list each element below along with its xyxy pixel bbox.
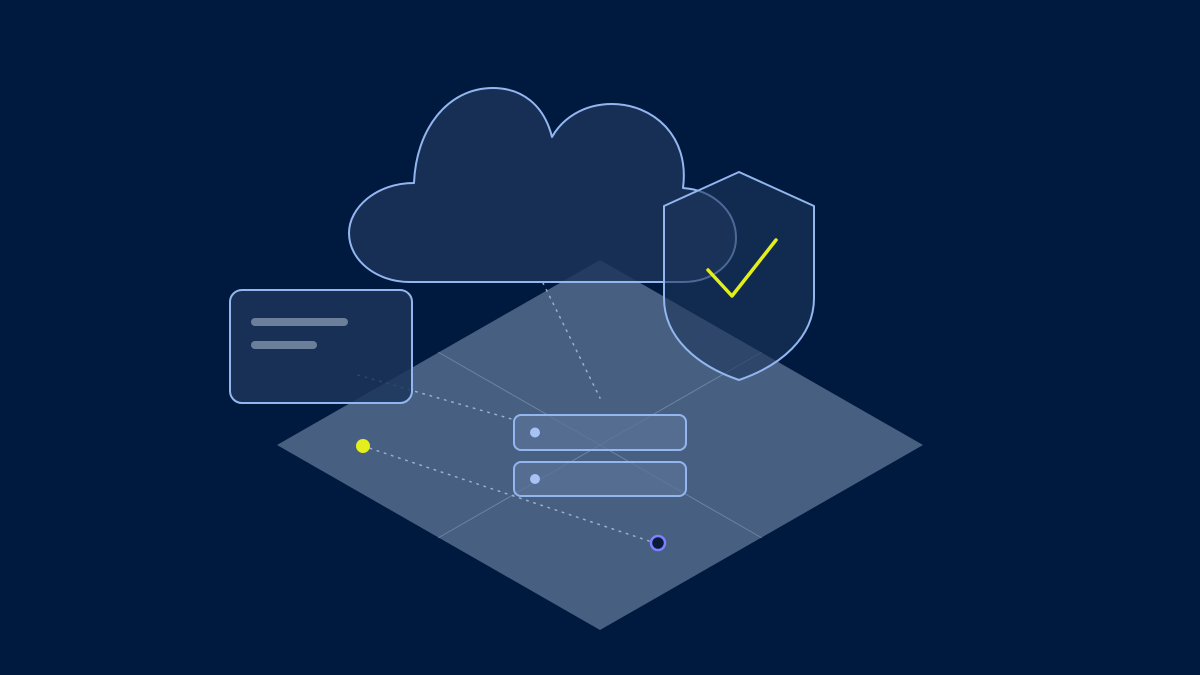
- server-status-dot: [530, 427, 540, 438]
- node-dot-icon: [356, 439, 370, 453]
- connector-cloud-to-server: [542, 282, 601, 399]
- connector-lines: [357, 282, 656, 544]
- shield-outline: [663, 171, 815, 381]
- connector-node-to-node: [362, 445, 656, 544]
- connector-card-to-server: [357, 374, 516, 421]
- server-unit-top: [513, 414, 687, 451]
- message-card: [229, 289, 413, 404]
- server-status-dot: [530, 474, 540, 484]
- server-unit-bottom: [513, 461, 687, 497]
- shield-check-icon: [663, 171, 815, 381]
- node-ring-icon: [649, 534, 667, 552]
- server-stack-icon: [513, 414, 687, 497]
- check-mark-icon: [706, 238, 778, 298]
